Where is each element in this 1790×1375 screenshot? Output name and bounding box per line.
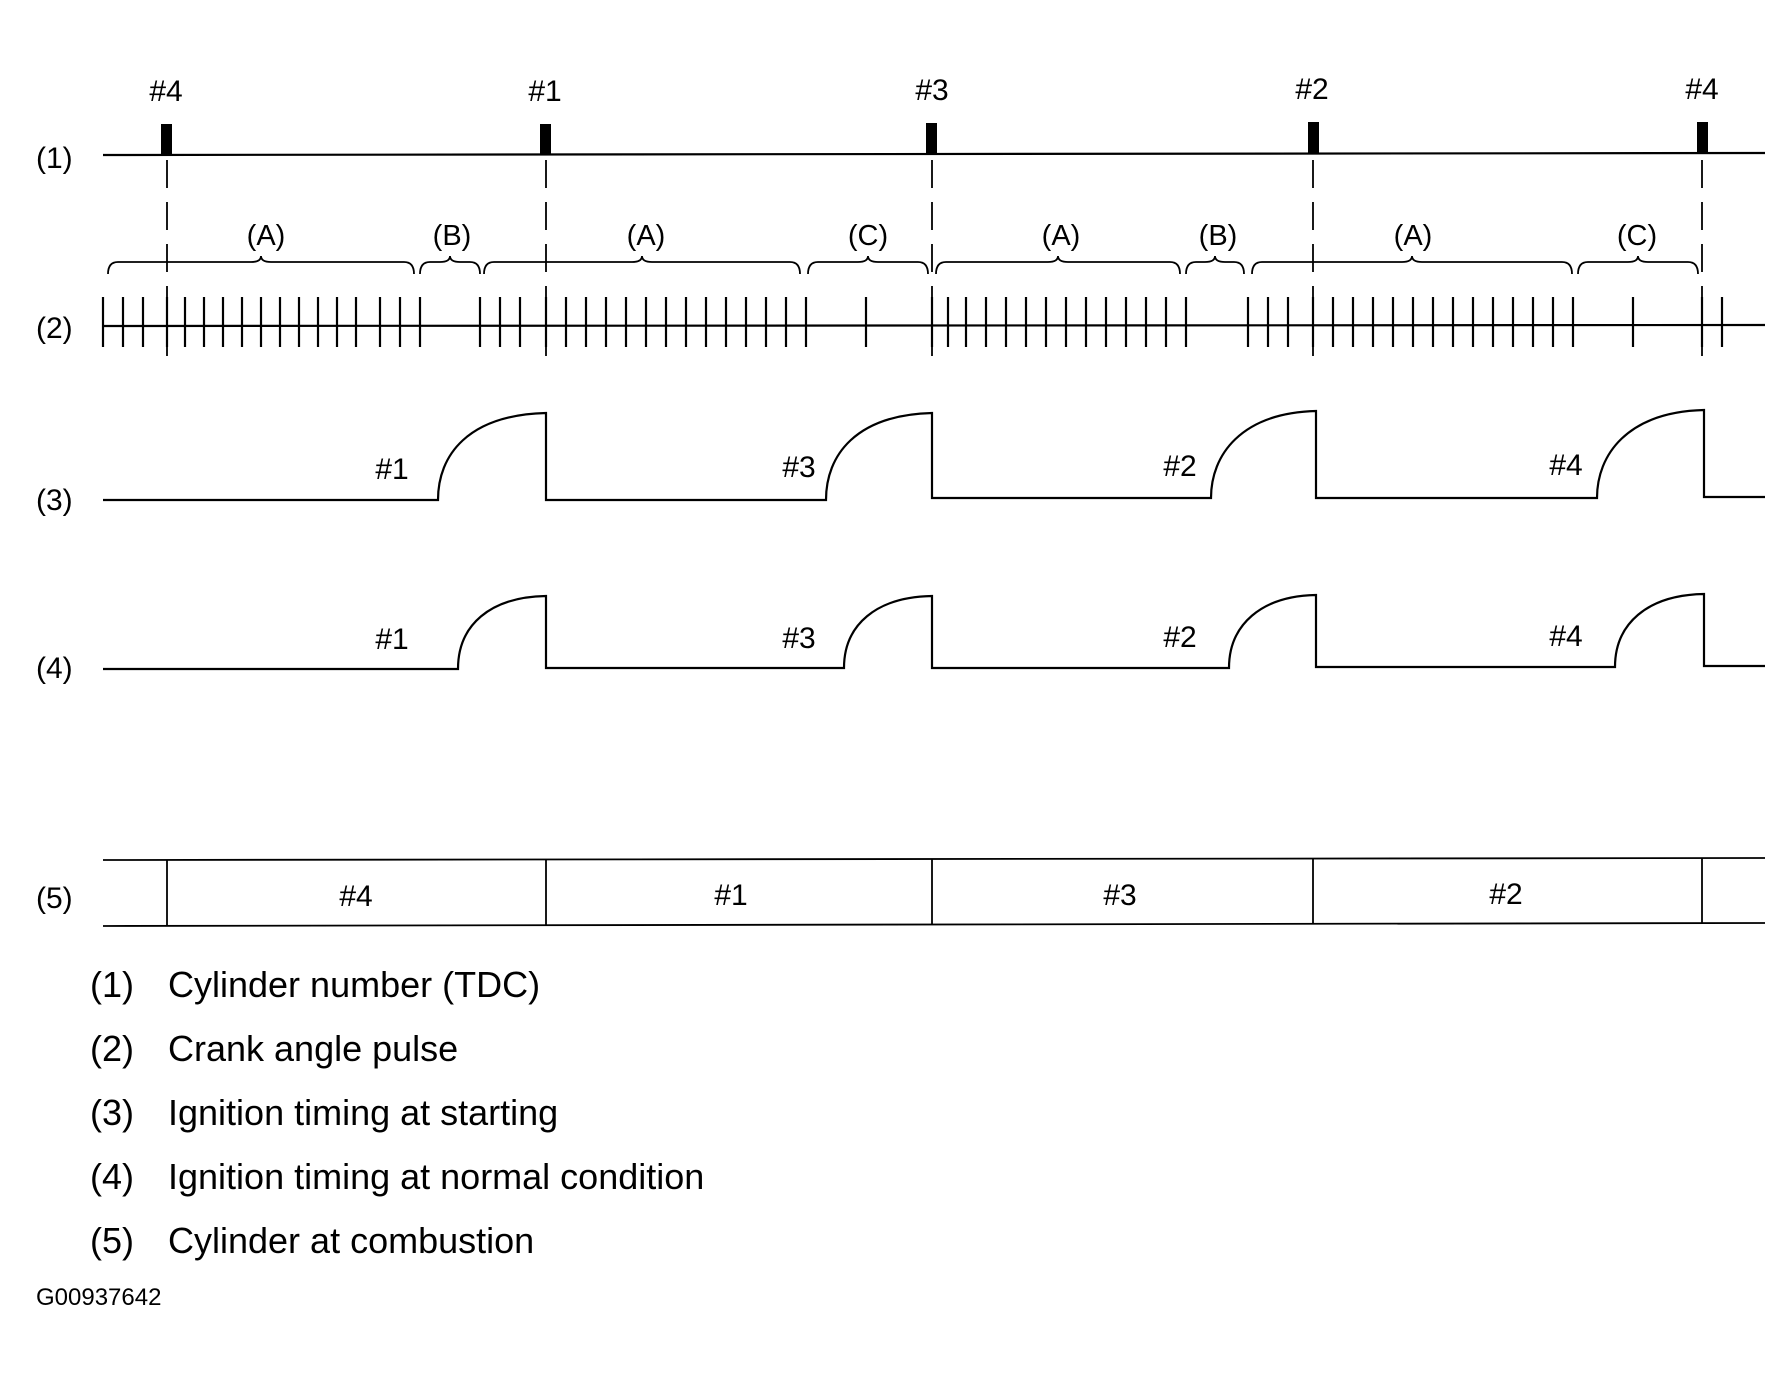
ignition-starting-label-1: #1 <box>375 453 408 486</box>
legend-num-5: (5) <box>90 1220 134 1261</box>
ignition-normal-waveform <box>103 592 1765 671</box>
segment-brace-8 <box>1577 255 1699 275</box>
tdc-label-1: #4 <box>149 75 182 108</box>
tdc-label-5: #4 <box>1685 73 1718 106</box>
segment-labels: (A) (B) (A) (C) (A) (B) (A) (C) <box>247 220 1657 252</box>
combustion-label-2: #1 <box>714 879 747 912</box>
tdc-label-3: #3 <box>915 74 948 107</box>
segment-brace-6 <box>1185 255 1245 275</box>
legend-num-4: (4) <box>90 1156 134 1197</box>
tdc-marker-3 <box>926 123 937 154</box>
tdc-reference-lines <box>166 160 1703 370</box>
ignition-normal-label-4: #4 <box>1549 620 1582 653</box>
segment-label-5: (A) <box>1042 220 1081 252</box>
legend: (1) Cylinder number (TDC) (2) Crank angl… <box>90 964 704 1261</box>
combustion-bottom-line <box>102 922 1766 927</box>
segment-label-6: (B) <box>1199 220 1238 252</box>
row-label-3: (3) <box>36 484 73 517</box>
legend-num-1: (1) <box>90 964 134 1005</box>
figure-id: G00937642 <box>36 1284 161 1311</box>
combustion-top-line <box>102 857 1766 861</box>
row-labels: (1) (2) (3) (4) (5) <box>36 142 73 915</box>
legend-text-3: Ignition timing at starting <box>168 1092 558 1133</box>
tdc-marker-4 <box>1308 122 1319 153</box>
ignition-normal-label-1: #1 <box>375 623 408 656</box>
row-label-5: (5) <box>36 882 73 915</box>
ignition-normal-label-2: #3 <box>782 622 815 655</box>
segment-label-4: (C) <box>848 220 888 252</box>
segment-brace-7 <box>1251 255 1573 275</box>
segment-brace-3 <box>483 255 801 275</box>
row-label-1: (1) <box>36 142 73 175</box>
combustion-row: #4 #1 #3 #2 <box>102 857 1766 927</box>
tdc-row: #4 #1 #3 #2 #4 <box>102 73 1766 157</box>
combustion-label-1: #4 <box>339 880 372 913</box>
segment-label-8: (C) <box>1617 220 1657 252</box>
segment-brace-4 <box>807 255 929 275</box>
legend-num-2: (2) <box>90 1028 134 1069</box>
segment-brace-1 <box>107 255 415 275</box>
segment-label-3: (A) <box>627 220 666 252</box>
tdc-label-4: #2 <box>1295 73 1328 106</box>
segment-label-2: (B) <box>433 220 472 252</box>
ignition-normal-row: #1 #3 #2 #4 <box>103 592 1765 671</box>
segment-braces <box>107 255 1699 275</box>
row-label-4: (4) <box>36 652 73 685</box>
combustion-label-3: #3 <box>1103 879 1136 912</box>
ignition-starting-label-2: #3 <box>782 451 815 484</box>
legend-text-5: Cylinder at combustion <box>168 1220 534 1261</box>
segment-label-1: (A) <box>247 220 286 252</box>
tdc-marker-2 <box>540 124 551 155</box>
ignition-starting-row: #1 #3 #2 #4 <box>103 408 1765 502</box>
legend-num-3: (3) <box>90 1092 134 1133</box>
segment-brace-2 <box>419 255 481 275</box>
tdc-label-2: #1 <box>528 75 561 108</box>
segment-label-7: (A) <box>1394 220 1433 252</box>
tdc-marker-5 <box>1697 122 1708 153</box>
ignition-starting-label-4: #4 <box>1549 449 1582 482</box>
ignition-normal-label-3: #2 <box>1163 621 1196 654</box>
legend-text-2: Crank angle pulse <box>168 1028 458 1069</box>
ignition-starting-label-3: #2 <box>1163 450 1196 483</box>
crank-pulses <box>101 297 1724 347</box>
segment-brace-5 <box>935 255 1181 275</box>
ignition-starting-waveform <box>103 408 1765 502</box>
tdc-marker-1 <box>161 124 172 155</box>
crank-pulse-baseline <box>102 323 1766 328</box>
legend-text-4: Ignition timing at normal condition <box>168 1156 704 1197</box>
crank-pulse-row <box>101 297 1766 347</box>
row-label-2: (2) <box>36 312 73 345</box>
combustion-label-4: #2 <box>1489 878 1522 911</box>
legend-text-1: Cylinder number (TDC) <box>168 964 540 1005</box>
